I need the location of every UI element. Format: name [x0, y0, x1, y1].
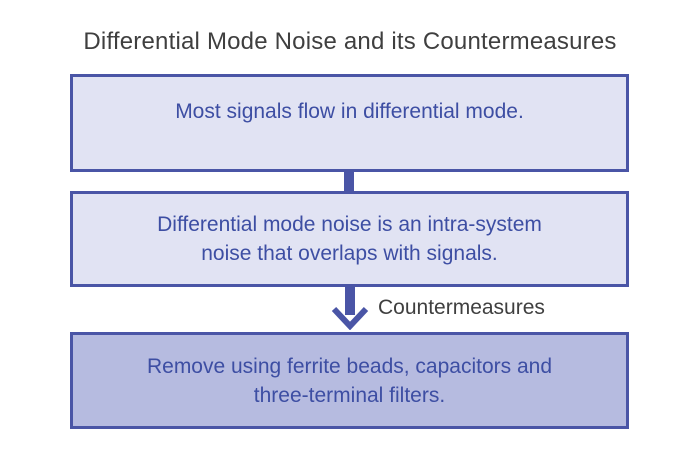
- countermeasure-box: Remove using ferrite beads, capacitors a…: [70, 332, 629, 429]
- signal-flow-text: Most signals flow in differential mode.: [175, 97, 524, 126]
- noise-description-line-2: noise that overlaps with signals.: [201, 242, 498, 265]
- noise-description-line-1: Differential mode noise is an intra-syst…: [157, 213, 542, 236]
- noise-description-text: Differential mode noise is an intra-syst…: [157, 210, 542, 268]
- countermeasure-text: Remove using ferrite beads, capacitors a…: [147, 352, 552, 410]
- countermeasures-label: Countermeasures: [378, 296, 545, 319]
- noise-description-box: Differential mode noise is an intra-syst…: [70, 191, 629, 287]
- countermeasure-line-1: Remove using ferrite beads, capacitors a…: [146, 354, 553, 378]
- box-connector: [344, 172, 354, 191]
- diagram-title: Differential Mode Noise and its Counterm…: [83, 28, 617, 55]
- signal-flow-box: Most signals flow in differential mode.: [70, 74, 629, 172]
- down-arrow-icon: [331, 287, 369, 330]
- countermeasure-line-2: three-terminal filters.: [253, 383, 446, 407]
- signal-flow-line-1: Most signals flow in differential mode.: [175, 100, 524, 123]
